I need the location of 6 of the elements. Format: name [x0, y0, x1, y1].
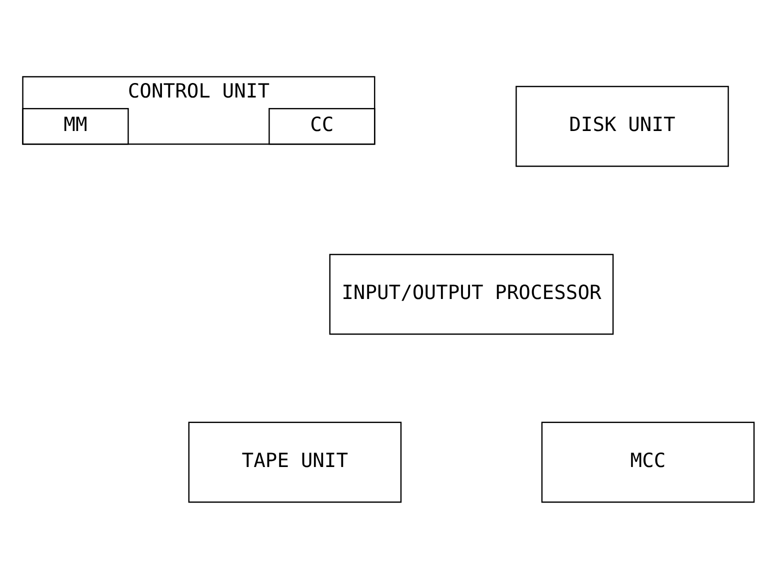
node-box: MCC	[541, 422, 755, 503]
node-box: DISK UNIT	[516, 86, 729, 167]
node-box: MM	[22, 108, 129, 145]
node-box: CC	[268, 108, 376, 145]
node-box: INPUT/OUTPUT PROCESSOR	[329, 254, 614, 335]
node-box: TAPE UNIT	[188, 422, 402, 503]
